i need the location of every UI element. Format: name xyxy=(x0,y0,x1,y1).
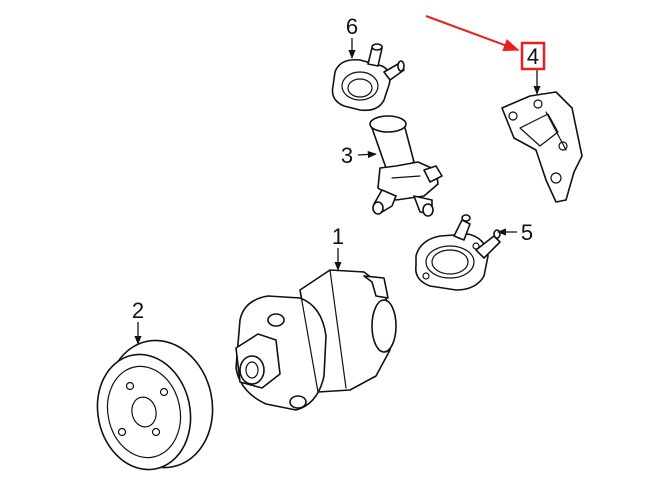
callout-4: 4 xyxy=(527,44,539,69)
part-5-flange[interactable] xyxy=(414,214,501,291)
leader-lines xyxy=(134,38,541,345)
part-6-connector[interactable] xyxy=(331,43,405,112)
callout-4-highlight-box xyxy=(520,41,546,71)
callout-2: 2 xyxy=(132,298,144,323)
part-3-housing[interactable] xyxy=(369,115,443,217)
callout-3: 3 xyxy=(341,143,353,168)
callout-6: 6 xyxy=(346,14,358,39)
part-1-pump[interactable] xyxy=(235,269,397,411)
highlight-arrow xyxy=(425,15,520,52)
part-2-pulley[interactable] xyxy=(87,331,224,479)
leader-3 xyxy=(357,150,377,159)
callout-labels: 6 4 3 5 1 2 xyxy=(132,14,539,323)
callout-5: 5 xyxy=(521,220,533,245)
callout-1: 1 xyxy=(332,224,344,249)
part-4-bracket[interactable] xyxy=(501,91,583,203)
